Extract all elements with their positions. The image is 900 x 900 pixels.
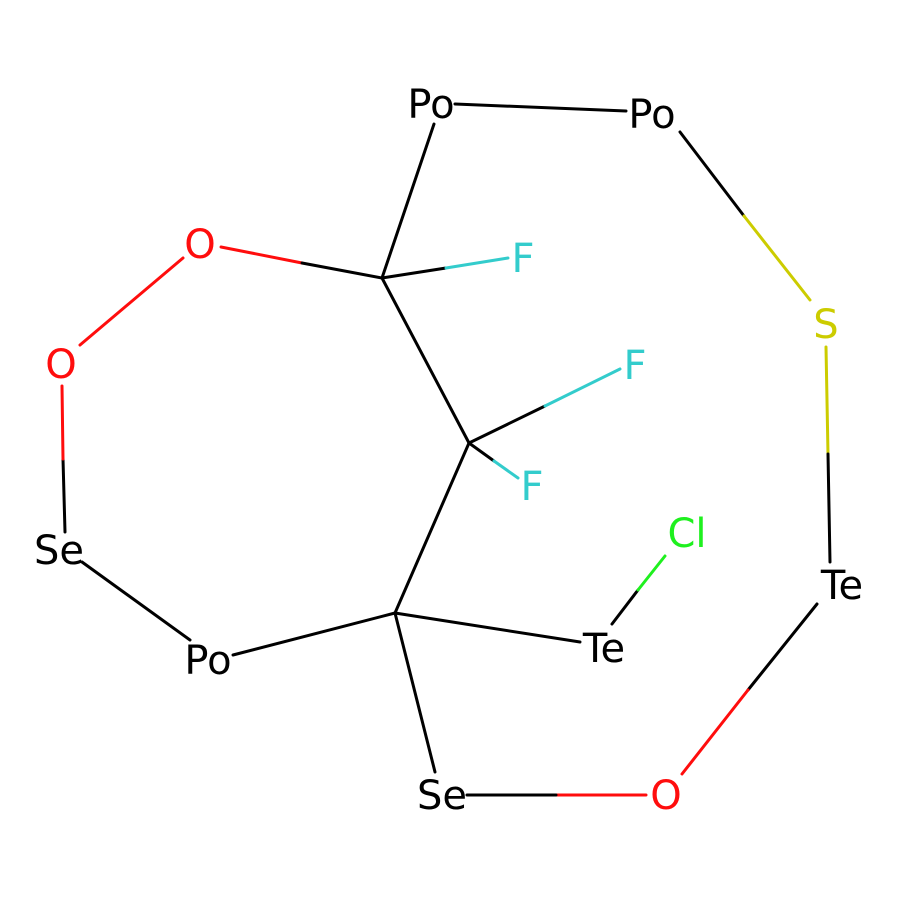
bond-c1-c2 [380,276,471,445]
bond-po2-s1-b [742,214,812,302]
bond-c1-f1-b [444,256,510,270]
bonds [60,102,832,797]
bond-po2-s1-a [678,130,746,218]
atom-te2: Te [820,563,863,609]
bond-c2-c3 [393,441,471,615]
bond-se1-o2-a [61,457,67,534]
atom-te1: Te [582,626,625,672]
bond-po3-se1 [80,560,192,642]
bond-c2-f2-a [467,404,547,445]
bond-c3-po3 [231,611,397,657]
bond-te2-o3-a [746,602,819,692]
bond-c2-f3-a [467,441,496,463]
atom-f3: F [520,464,543,510]
atom-cl1: Cl [667,511,706,557]
bond-o1-c1-b [300,261,384,280]
bond-po1-c1 [380,122,436,280]
bond-po1-po2 [453,102,628,113]
atom-s1: S [813,302,838,348]
atom-o3: O [650,773,681,819]
atom-po3: Po [184,638,231,684]
bond-se2-c3 [393,611,437,774]
bond-se1-o2-b [60,384,65,461]
atom-f1: F [511,236,534,282]
atom-se1: Se [34,528,84,574]
atom-po1: Po [407,82,454,128]
bond-c1-f1-a [380,266,448,280]
bond-c3-te1 [393,611,582,644]
bond-s1-te2-b [826,452,832,564]
bond-o1-c1-a [219,245,304,265]
atom-f2: F [623,343,646,389]
atom-labels: Po Po O F O S F F Se Cl Te Te Po Se O [34,82,863,819]
atom-se2: Se [417,773,467,819]
bond-c2-f3-b [492,459,520,480]
atom-po2: Po [628,92,675,138]
atom-o1: O [184,222,215,268]
bond-o2-o1 [78,256,185,347]
bond-te1-cl1-b [636,554,667,592]
atom-o2: O [45,342,76,388]
bond-te2-o3-b [680,688,750,776]
bond-c2-f2-b [543,367,622,408]
bond-s1-te2-a [824,345,830,456]
bond-te1-cl1-a [610,588,640,626]
